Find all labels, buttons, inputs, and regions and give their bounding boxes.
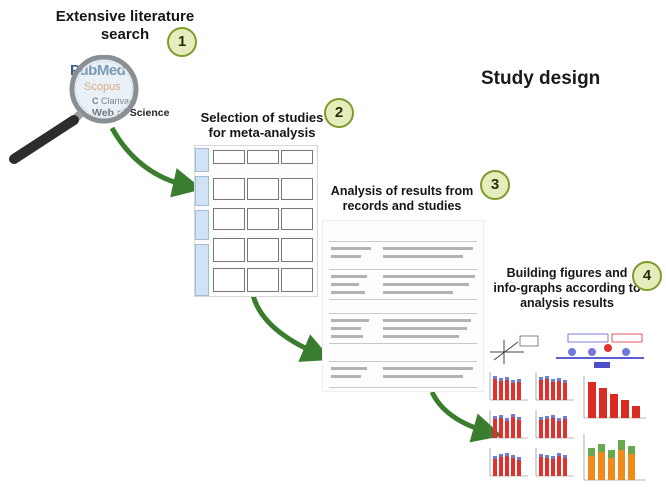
prisma-flowchart <box>194 145 318 297</box>
scopus-logo: Scopus <box>84 81 121 93</box>
step-3-badge: 3 <box>480 170 510 200</box>
step-3-title: Analysis of results from records and stu… <box>330 184 474 213</box>
bar-charts <box>489 372 646 481</box>
step-2-badge: 2 <box>324 98 354 128</box>
arrow-3-to-4 <box>429 390 503 443</box>
clarivate-mark-icon: 𝐂 <box>92 96 99 106</box>
step-1-title: Extensive literature search <box>55 8 195 43</box>
clarivate-logo: 𝐂 Clarivate <box>92 96 137 106</box>
step-4-title: Building figures and info-graphs accordi… <box>493 266 641 310</box>
magnifier-icon <box>9 55 139 164</box>
arrow-1-to-2 <box>109 126 203 198</box>
results-tables <box>322 220 484 392</box>
infographics-panel <box>484 330 652 486</box>
step-2-title: Selection of studies for meta-analysis <box>200 110 324 141</box>
step-1-badge: 1 <box>167 27 197 57</box>
study-design-heading: Study design <box>481 68 601 89</box>
step-4-badge: 4 <box>632 261 662 291</box>
infographic-schema <box>490 333 644 368</box>
arrow-2-to-3 <box>250 294 332 362</box>
